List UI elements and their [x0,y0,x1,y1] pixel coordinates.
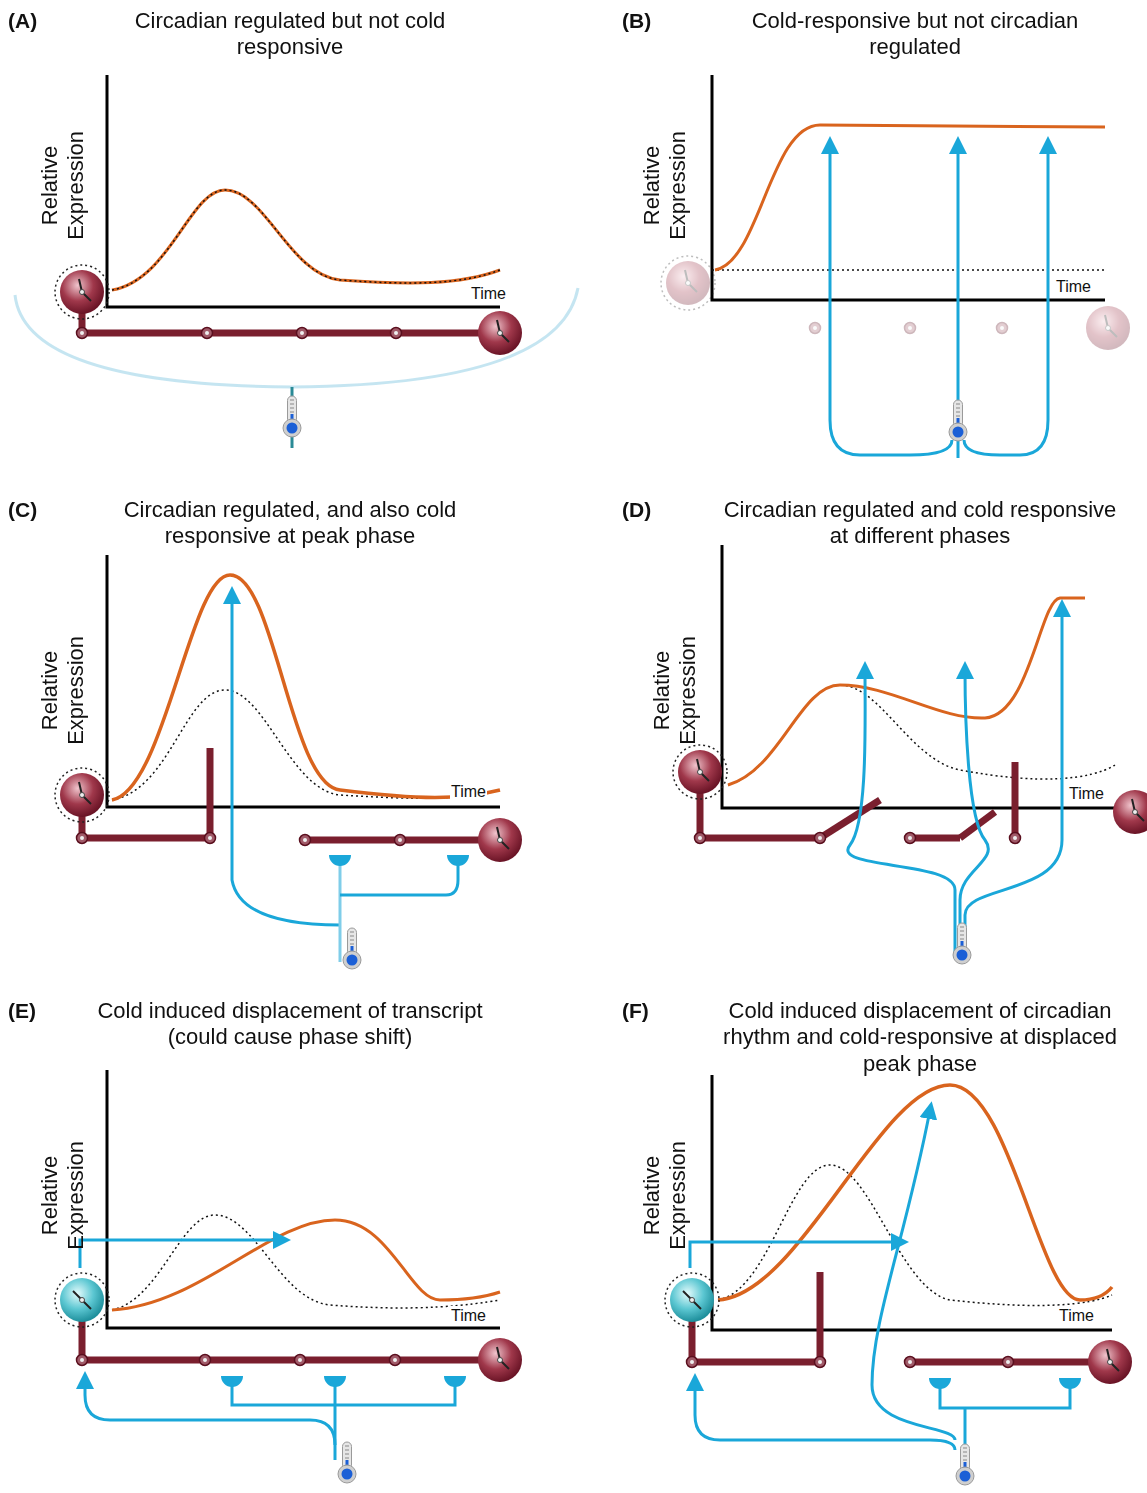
axis-label: Time [450,782,487,801]
axis-label: Time [1068,784,1105,803]
axis-label: Relative Expression [649,620,702,760]
panel-b-drawing [661,75,1130,458]
panel-c-drawing [55,555,522,969]
axis-label: Time [1055,277,1092,296]
panel-d-drawing [673,545,1147,964]
panel-label: (D) [622,497,651,522]
panel-label: (E) [8,998,36,1023]
axis-label: Time [450,1306,487,1325]
panel-title: Circadian regulated and cold responsive … [720,497,1120,550]
panel-a-drawing [15,75,578,448]
axis-label: Relative Expression [37,1125,90,1265]
panel-title: Circadian regulated but not cold respons… [100,8,480,61]
panel-e-drawing [55,1070,522,1483]
axis-label: Relative Expression [37,115,90,255]
axis-label: Time [470,284,507,303]
panel-title: Circadian regulated, and also cold respo… [90,497,490,550]
axis-label: Relative Expression [639,1125,692,1265]
panel-label: (C) [8,497,37,522]
panel-title: Cold induced displacement of transcript … [80,998,500,1051]
panel-title: Cold induced displacement of circadian r… [710,998,1130,1077]
axis-label: Relative Expression [639,115,692,255]
panel-label: (B) [622,8,651,33]
panel-label: (A) [8,8,37,33]
axis-label: Relative Expression [37,620,90,760]
axis-label: Time [1058,1306,1095,1325]
panel-title: Cold-responsive but not circadian regula… [720,8,1110,61]
panel-label: (F) [622,998,649,1023]
panel-f-drawing [665,1075,1132,1485]
